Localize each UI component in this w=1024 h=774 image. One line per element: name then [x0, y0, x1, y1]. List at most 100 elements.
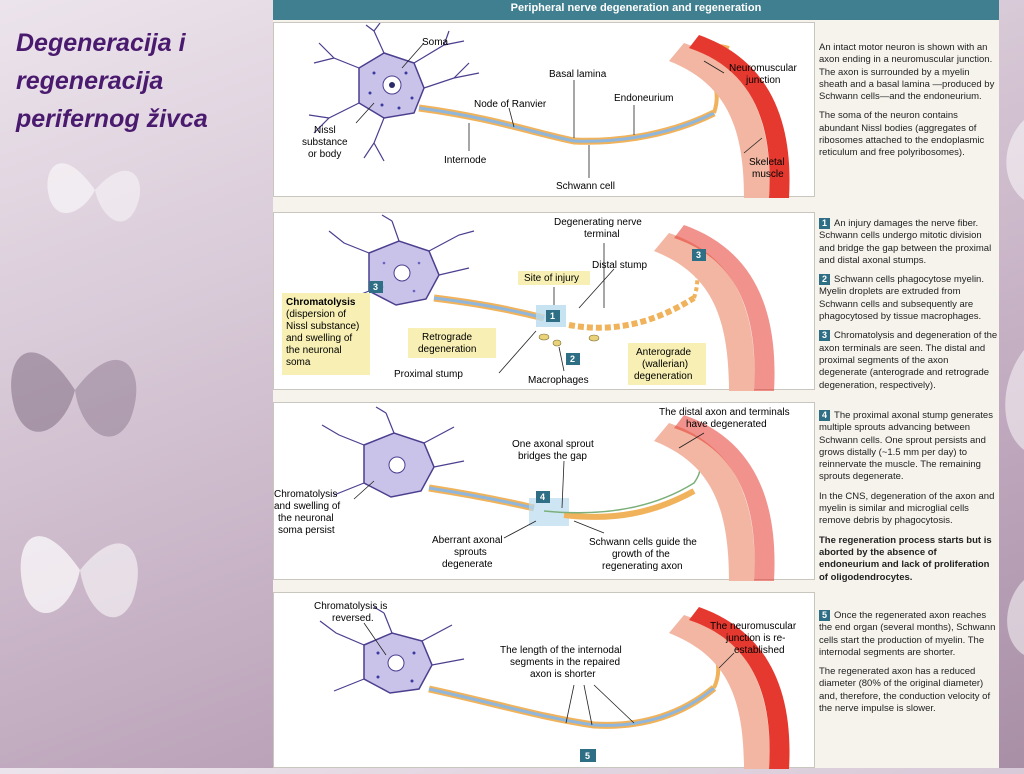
panel2-text-1: An injury damages the nerve fiber. Schwa…: [819, 218, 992, 266]
text-badge-3: 3: [819, 330, 831, 342]
label-aberrant-1: Aberrant axonal: [432, 535, 503, 546]
panel4-text-1: Once the regenerated axon reaches the en…: [819, 610, 996, 658]
label-distal-degenerated-2: have degenerated: [686, 419, 767, 430]
panel3-text-1: The proximal axonal stump generates mult…: [819, 410, 993, 483]
panel3-text-2: In the CNS, degeneration of the axon and…: [819, 490, 995, 527]
macrophages: [538, 333, 600, 347]
label-nissl-2: substance: [302, 137, 348, 148]
label-chromatolysis-reversed-1: Chromatolysis is: [314, 601, 387, 612]
panel3-text-3: The regeneration process starts but is a…: [819, 534, 992, 583]
label-nmj-reestablished-2: junction is re-: [725, 633, 785, 644]
butterfly-decoration-top: [47, 163, 141, 222]
regeneration-diagram: 4 The distal axon and terminals have deg…: [274, 406, 790, 581]
label-retrograde-2: degeneration: [418, 344, 476, 355]
label-soma: Soma: [422, 37, 449, 48]
label-internodal-3: axon is shorter: [530, 669, 596, 680]
step-badge-3a: 3: [369, 281, 383, 293]
panel-restored: 5 Chromatolysis is reversed. The neuromu…: [273, 592, 815, 769]
step-badge-5: 5: [580, 749, 596, 762]
panel4-text-2: The regenerated axon has a reduced diame…: [819, 666, 991, 715]
panel-regeneration: 4 The distal axon and terminals have deg…: [273, 402, 815, 581]
label-degen-terminal-2: terminal: [584, 229, 620, 240]
label-one-sprout-2: bridges the gap: [518, 451, 587, 462]
text-badge-1: 1: [819, 218, 831, 229]
label-nmj-reestablished-3: established: [734, 645, 785, 656]
label-endoneurium: Endoneurium: [614, 93, 673, 104]
label-anterograde-3: degeneration: [634, 371, 692, 382]
neuron-soma: [308, 22, 480, 162]
label-chromatolysis-6: soma: [286, 357, 311, 368]
svg-text:3: 3: [373, 282, 378, 292]
anterograde-box: [628, 343, 706, 385]
label-chromatolysis-2: (dispersion of: [286, 309, 346, 320]
label-chromatolysis-persist-3: the neuronal: [278, 513, 334, 524]
label-degen-terminal-1: Degenerating nerve: [554, 217, 642, 228]
panel2-text-3: Chromatolysis and degeneration of the ax…: [819, 330, 998, 391]
nerve-figure: Peripheral nerve degeneration and regene…: [273, 0, 999, 769]
site-of-injury-box: [518, 271, 590, 285]
label-schwann-guide-3: regenerating axon: [602, 561, 683, 572]
distal-axon-segment: [568, 295, 696, 331]
skeletal-muscle: [654, 415, 775, 581]
restored-neuron-diagram: 5 Chromatolysis is reversed. The neuromu…: [314, 601, 797, 769]
step-badge-3b: 3: [692, 249, 706, 261]
text-badge-5: 5: [819, 610, 831, 621]
label-nissl-1: Nissl: [314, 125, 336, 136]
skeletal-muscle: [654, 225, 775, 391]
svg-text:2: 2: [570, 354, 575, 364]
figure-header: Peripheral nerve degeneration and regene…: [273, 0, 999, 20]
panel1-description: An intact motor neuron is shown with an …: [819, 42, 999, 167]
label-macrophages: Macrophages: [528, 375, 589, 386]
butterfly-decoration-right: [1005, 120, 1024, 655]
label-internodal-1: The length of the internodal: [500, 645, 622, 656]
label-skeletal-2: muscle: [752, 169, 784, 180]
label-internode: Internode: [444, 155, 487, 166]
label-nissl-3: or body: [308, 149, 341, 160]
step-badge-2: 2: [566, 353, 580, 365]
figure-header-title: Peripheral nerve degeneration and regene…: [510, 2, 762, 14]
skeletal-muscle: [669, 607, 790, 769]
label-distal-degenerated-1: The distal axon and terminals: [659, 407, 790, 418]
schwann-cell-tube: [563, 488, 696, 520]
label-schwann-guide-1: Schwann cells guide the: [589, 537, 697, 548]
slide-title: Degeneracija i regeneracija perifernog ž…: [16, 29, 208, 133]
neuron-soma-swollen: [321, 406, 465, 498]
label-chromatolysis-3: Nissl substance): [286, 321, 359, 332]
butterfly-decoration-middle: [11, 352, 137, 437]
label-chromatolysis-persist-4: soma persist: [278, 525, 335, 536]
label-chromatolysis-persist-2: and swelling of: [274, 501, 340, 512]
label-retrograde-1: Retrograde: [422, 332, 472, 343]
step-badge-4: 4: [536, 491, 550, 503]
label-chromatolysis-persist-1: Chromatolysis: [274, 489, 337, 500]
label-one-sprout-1: One axonal sprout: [512, 439, 594, 450]
label-node-of-ranvier: Node of Ranvier: [474, 99, 547, 110]
label-skeletal-1: Skeletal: [749, 157, 785, 168]
svg-text:3: 3: [696, 250, 701, 260]
label-distal-stump: Distal stump: [592, 260, 647, 271]
label-aberrant-3: degenerate: [442, 559, 493, 570]
label-chromatolysis-reversed-2: reversed.: [332, 613, 374, 624]
svg-text:1: 1: [550, 311, 555, 321]
panel1-text-1: An intact motor neuron is shown with an …: [819, 42, 995, 103]
label-internodal-2: segments in the repaired: [510, 657, 620, 668]
panel2-text-2: Schwann cells phagocytose myelin. Myelin…: [819, 274, 984, 323]
panel1-text-2: The soma of the neuron contains abundant…: [819, 110, 985, 159]
intact-neuron-diagram: Soma Basal lamina Node of Ranvier Endone…: [302, 22, 797, 198]
label-anterograde-2: (wallerian): [642, 359, 688, 370]
label-basal-lamina: Basal lamina: [549, 69, 607, 80]
label-nmj-1: Neuromuscular: [729, 63, 797, 74]
label-schwann-cell: Schwann cell: [556, 181, 615, 192]
panel-intact-neuron: Soma Basal lamina Node of Ranvier Endone…: [273, 22, 815, 198]
panel-injury: 1 2 3 3 Degenerating nerve terminal Dist…: [273, 212, 815, 391]
butterfly-decoration-bottom: [20, 536, 138, 618]
label-anterograde-1: Anterograde: [636, 347, 691, 358]
label-nmj-2: junction: [745, 75, 780, 86]
neuron-soma-swollen: [321, 214, 475, 314]
text-badge-2: 2: [819, 274, 831, 286]
svg-text:4: 4: [540, 492, 545, 502]
retrograde-box: [408, 328, 496, 358]
injury-diagram: 1 2 3 3 Degenerating nerve terminal Dist…: [282, 214, 775, 391]
chromatolysis-box: [282, 293, 370, 375]
label-chromatolysis-bold: Chromatolysis: [286, 297, 356, 308]
